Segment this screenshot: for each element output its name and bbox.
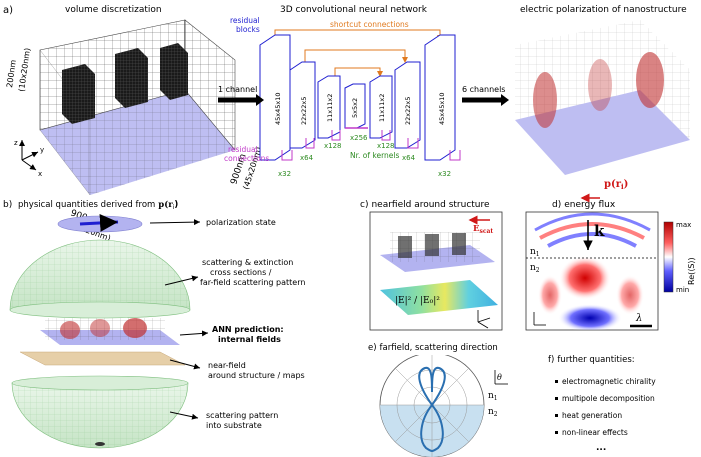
b-item-cross-sections: cross sections / <box>210 268 272 277</box>
shortcut-label: shortcut connections <box>330 20 409 29</box>
b-item-polarization-state: polarization state <box>206 218 276 227</box>
layer-dim-2: 22x22x5 <box>300 97 308 125</box>
layer-dim-1: 45x45x10 <box>274 92 282 125</box>
axes-e <box>494 370 508 385</box>
axes-d <box>533 312 546 326</box>
kernel-count-3: x128 <box>324 142 342 150</box>
nearfield-ratio: |E|² / |E₀|² <box>395 296 440 306</box>
kernel-count-2: x64 <box>300 154 314 162</box>
energy-flux-map <box>525 211 659 331</box>
nanostructure-blocks <box>62 43 188 124</box>
volume-title: volume discretization <box>65 5 162 15</box>
b-item-nearfield: near-field <box>208 361 246 370</box>
layer-dim-5: 11x11x2 <box>378 94 386 122</box>
internal-fields-layer <box>40 318 180 345</box>
colorbar-label: Re(⟨S⟩) <box>687 257 696 285</box>
colorbar-min: min <box>676 286 689 294</box>
panel-b-label: b) <box>3 200 12 210</box>
in-channel-label: 1 channel <box>218 85 257 94</box>
farfield-polar-plot <box>379 355 485 457</box>
panel-b-arrows <box>149 219 209 420</box>
further-quantities-list: electromagnetic chirality multipole deco… <box>555 377 656 437</box>
layer-dim-labels: 45x45x10 22x22x5 11x11x2 5x5x2 11x11x2 2… <box>274 92 446 125</box>
axis-x-a: x <box>38 170 42 178</box>
panel-c-label: c)nearfield around structure <box>360 200 490 210</box>
dim-height-sub: (10x20nm) <box>17 47 32 92</box>
f-item-multipole: multipole decomposition <box>562 394 655 403</box>
b-item-internal: internal fields <box>218 335 281 344</box>
residual-blocks-label2: blocks <box>236 25 260 34</box>
substrate-layer <box>19 351 186 366</box>
kernel-count-5: x128 <box>377 142 395 150</box>
kernel-count-1: x32 <box>278 170 291 178</box>
axes-a <box>19 140 39 171</box>
kernels-label: Nr. of kernels <box>350 151 399 160</box>
b-item-scattering: scattering & extinction <box>202 258 293 267</box>
kernel-count-4: x256 <box>350 134 368 142</box>
escat-label: Escat <box>473 224 493 235</box>
axis-y-a: y <box>40 146 44 154</box>
residual-loops <box>281 130 461 161</box>
colorbar-max: max <box>676 221 691 229</box>
lambda-label: λ <box>635 313 642 324</box>
b-item-farfield: far-field scattering pattern <box>200 278 305 287</box>
theta-label: θ <box>497 373 502 382</box>
f-item-chirality: electromagnetic chirality <box>562 377 656 386</box>
panel-f-label: f)further quantities: <box>548 355 635 365</box>
f-item-heat: heat generation <box>562 411 622 420</box>
k-label: k <box>594 222 605 240</box>
d-n2-label: n2 <box>530 263 540 274</box>
polarization-volume <box>515 20 690 175</box>
polarization-title: electric polarization of nanostructure <box>520 5 687 15</box>
b-item-substrate: into substrate <box>206 421 262 430</box>
layer-dim-3: 11x11x2 <box>326 94 334 122</box>
kernel-counts: x32 x64 x128 x256 x128 x64 x32 <box>278 134 451 178</box>
b-item-ann: ANN prediction: <box>212 325 284 334</box>
layer-dim-7: 45x45x10 <box>438 92 446 125</box>
f-more: ... <box>596 443 606 453</box>
b-item-maps: around structure / maps <box>208 371 305 380</box>
residual-conn-label2: connections <box>224 154 269 163</box>
axis-z-a: z <box>14 139 18 147</box>
layer-dim-6: 22x22x5 <box>404 97 412 125</box>
polarization-label: p(ri) <box>604 179 628 191</box>
polarization-state-arrow <box>79 213 119 232</box>
nearfield-frame <box>369 211 503 331</box>
e-n1-label: n1 <box>488 391 498 402</box>
e-n2-label: n2 <box>488 407 498 418</box>
cnn-title: 3D convolutional neural network <box>280 5 428 15</box>
panel-a-label: a) <box>3 5 13 16</box>
residual-blocks-label: residual <box>230 16 260 25</box>
panel-e-label: e)farfield, scattering direction <box>368 343 498 353</box>
axes-c <box>477 310 491 329</box>
out-channel-label: 6 channels <box>462 85 505 94</box>
layer-dim-4: 5x5x2 <box>351 98 359 118</box>
colorbar <box>663 221 674 293</box>
d-n1-label: n1 <box>530 247 540 258</box>
residual-conn-label: residual <box>228 145 258 154</box>
dim-height: 200nm <box>5 59 18 88</box>
panel-d-label: d)energy flux <box>552 200 616 210</box>
kernel-count-7: x32 <box>438 170 451 178</box>
b-item-scattering-pattern: scattering pattern <box>206 411 278 420</box>
f-item-nonlinear: non-linear effects <box>562 428 628 437</box>
cnn-layers <box>259 34 456 161</box>
kernel-count-6: x64 <box>402 154 416 162</box>
